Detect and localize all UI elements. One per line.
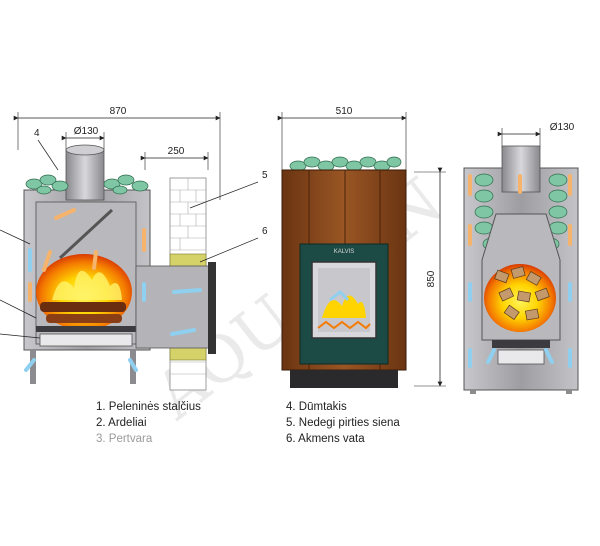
dimension-250: 250 bbox=[140, 146, 209, 170]
ash-drawer bbox=[39, 333, 133, 347]
legend-item: 6. Akmens vata bbox=[286, 433, 365, 445]
flue-pipe bbox=[65, 149, 105, 201]
dimension-510: 510 bbox=[277, 106, 407, 170]
front-view: 510 850 KALVIS bbox=[277, 106, 446, 388]
right-section-view: Ø130 bbox=[463, 122, 579, 394]
legend-item: 4. Dūmtakis bbox=[286, 401, 347, 413]
svg-text:850: 850 bbox=[426, 270, 437, 287]
legend-right: 4. Dūmtakis 5. Nedegi pirties siena 6. A… bbox=[286, 401, 400, 445]
stones bbox=[289, 156, 402, 172]
grate bbox=[36, 326, 136, 332]
legend-item: 1. Peleninės stalčius bbox=[96, 401, 201, 413]
stones bbox=[25, 174, 149, 195]
dimension-flue-left: Ø130 bbox=[61, 126, 105, 150]
door bbox=[208, 262, 216, 354]
legend-item: 2. Ardeliai bbox=[96, 417, 147, 429]
callout-4: 4 bbox=[34, 128, 40, 139]
hot-stones bbox=[494, 266, 550, 321]
brand-plate: KALVIS bbox=[334, 249, 355, 255]
callout-6: 6 bbox=[262, 226, 268, 237]
base-plinth bbox=[290, 370, 398, 388]
legend-left: 1. Peleninės stalčius 2. Ardeliai 3. Per… bbox=[96, 401, 201, 445]
svg-text:250: 250 bbox=[168, 146, 185, 157]
svg-text:Ø130: Ø130 bbox=[550, 122, 575, 133]
legend-item: 3. Pertvara bbox=[96, 433, 153, 445]
grate bbox=[492, 340, 550, 348]
svg-text:510: 510 bbox=[336, 106, 353, 117]
left-section-view: 870 Ø130 250 4 bbox=[0, 106, 268, 391]
air-flow-arrows bbox=[468, 174, 572, 368]
callout-5: 5 bbox=[262, 170, 268, 181]
log bbox=[46, 314, 122, 323]
svg-text:Ø130: Ø130 bbox=[74, 126, 99, 137]
dimension-850: 850 bbox=[414, 167, 446, 387]
ash-drawer bbox=[497, 349, 545, 365]
air-flow-arrows bbox=[24, 208, 202, 372]
dimension-flue-right: Ø130 bbox=[497, 122, 575, 148]
partition bbox=[58, 208, 114, 260]
stones bbox=[474, 173, 568, 251]
leg bbox=[30, 350, 36, 384]
svg-text:870: 870 bbox=[110, 106, 127, 117]
dimension-870: 870 bbox=[13, 106, 221, 200]
legend-item: 5. Nedegi pirties siena bbox=[286, 417, 400, 429]
log bbox=[40, 302, 126, 312]
